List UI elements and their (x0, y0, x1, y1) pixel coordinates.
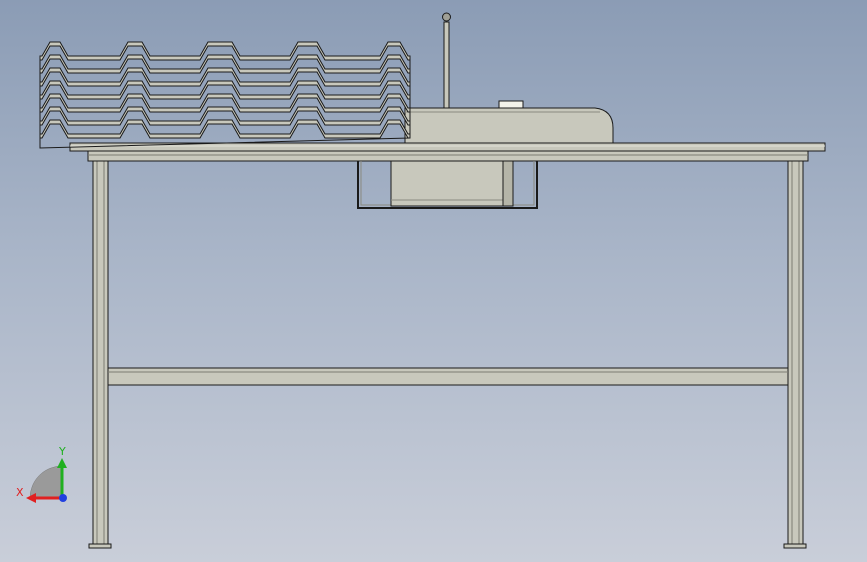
housing-button (498, 100, 524, 109)
top-apron (87, 150, 809, 162)
guide-rod (442, 12, 451, 109)
z-axis-dot (59, 494, 67, 502)
sheet-stack-outline (39, 56, 411, 149)
saw-housing (404, 100, 614, 144)
right-leg (783, 157, 807, 549)
rod-knob (442, 12, 451, 22)
corrugated-sheet-stack (39, 41, 411, 149)
motor-box (390, 160, 514, 207)
x-axis-label: X (16, 486, 24, 499)
coordinate-triad: Y X (16, 445, 67, 503)
left-leg (88, 157, 112, 549)
lower-stretcher (107, 367, 789, 386)
y-axis-label: Y (58, 445, 66, 458)
triad-quadrant (29, 465, 63, 499)
